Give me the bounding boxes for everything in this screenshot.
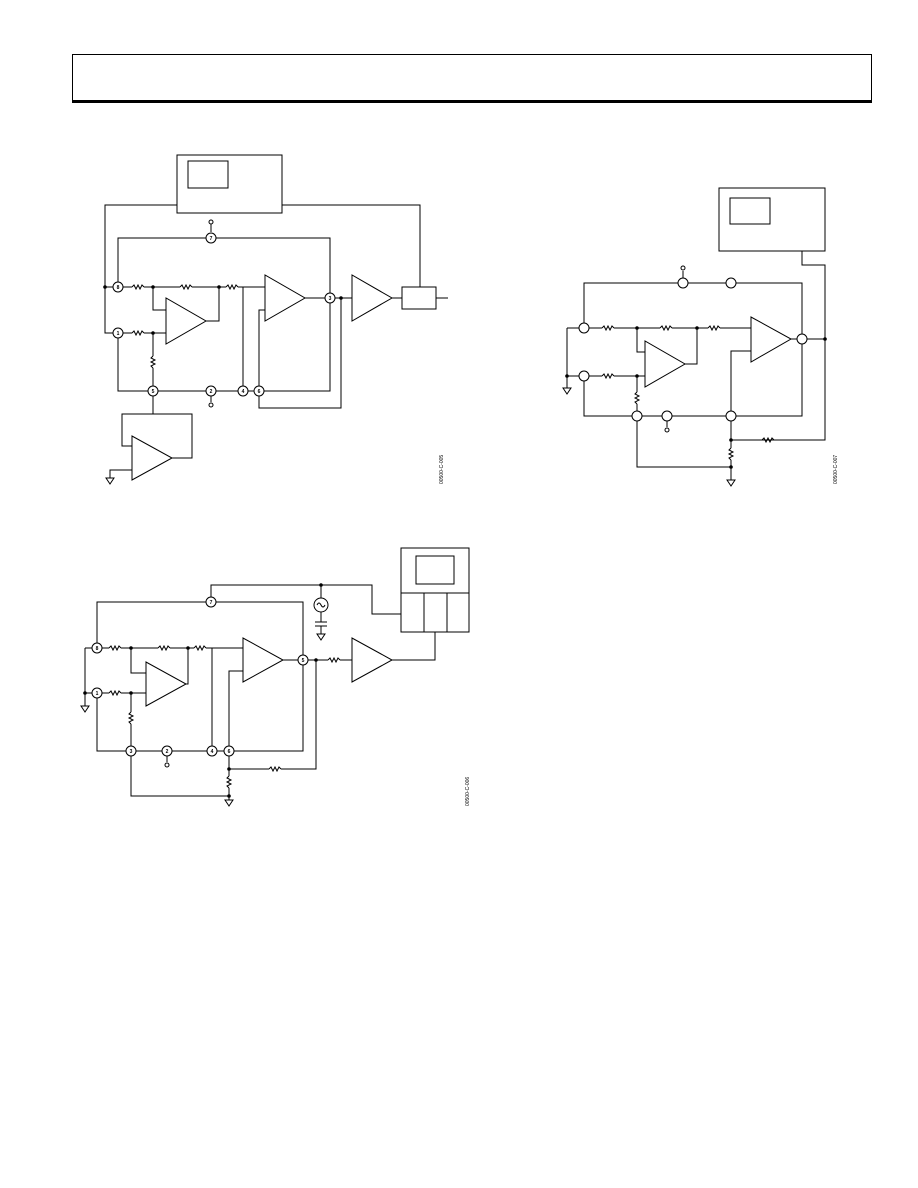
pin-label: 6 [258,389,261,395]
load-box-a [401,286,437,310]
test-circuit-c: 7 8 1 3 2 4 6 5 00500-C-006 [80,547,471,807]
op-amp-c1 [145,661,188,707]
op-amp-b1 [644,340,687,388]
ground-icon [105,477,115,485]
pin-label: 8 [117,285,120,291]
instrument-box-b [718,187,826,252]
op-amp-a1 [165,297,208,345]
op-amp-b2 [750,316,793,363]
buffer-amp-a [351,274,394,322]
instrument-box-c [400,547,470,633]
pin-label: 2 [166,749,169,755]
pin-label: 4 [211,749,214,755]
pin-label: 1 [96,691,99,697]
instrument-display-a [187,160,229,189]
figure-code: 00500-C-007 [833,455,839,484]
ground-icon [726,479,736,487]
buffer-amp-c [351,637,394,683]
test-circuit-a: 7 8 1 5 2 4 6 3 00500-C-005 [103,154,448,485]
page-header-frame [72,54,872,103]
pin-label: 8 [96,646,99,652]
figure-code: 00500-C-006 [465,777,471,806]
pin-label: 3 [329,296,332,302]
pin-label: 3 [130,749,133,755]
instrument-display-b [729,197,771,225]
instrument-box-a [176,154,283,214]
pin-label: 4 [242,389,245,395]
instrument-display-c [415,555,455,585]
figure-code: 00500-C-005 [439,455,445,484]
op-amp-c2 [242,637,285,683]
pin-label: 1 [117,331,120,337]
buffer-amp-a-lower [131,435,174,481]
op-amp-a2 [264,274,307,322]
pin-label: 5 [302,658,305,664]
ground-icon [80,705,90,713]
pin-label: 7 [210,236,213,242]
ground-icon [316,633,326,641]
test-circuit-b: 00500-C-007 [562,187,839,487]
pin-label: 6 [228,749,231,755]
ground-icon [224,799,234,807]
pin-label: 5 [152,389,155,395]
ground-icon [562,387,572,395]
pin-label: 7 [210,600,213,606]
pin-label: 2 [210,389,213,395]
